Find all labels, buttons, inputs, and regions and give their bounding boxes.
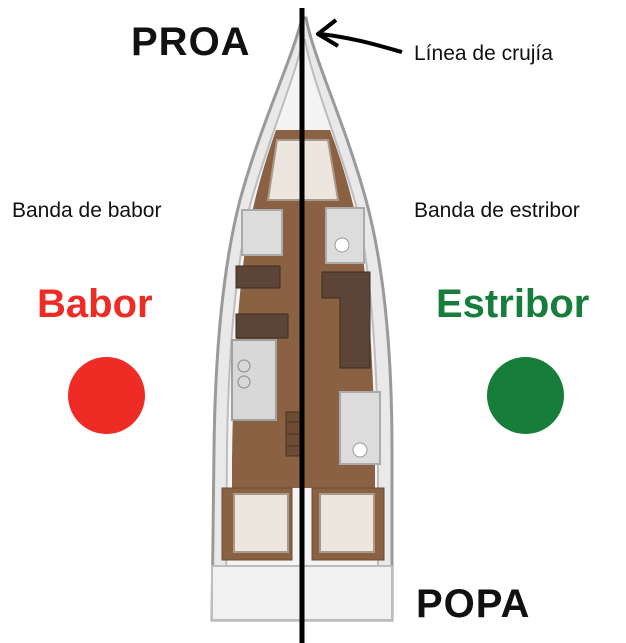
port-label: Babor [37, 282, 153, 326]
port-sofa-upper [235, 265, 281, 289]
arrow-icon [319, 32, 403, 54]
port-side-label: Banda de babor [12, 199, 162, 222]
port-sofa-lower [235, 313, 289, 339]
starboard-light-icon [487, 357, 564, 434]
aft-starboard-berth [319, 493, 375, 553]
starboard-label: Estribor [436, 282, 590, 326]
starboard-sofa [321, 271, 371, 369]
starboard-side-label: Banda de estribor [414, 199, 580, 222]
port-light-icon [68, 357, 145, 434]
starboard-head [325, 207, 365, 264]
toilet-forward [334, 237, 350, 253]
centerline-label: Línea de crujía [414, 42, 553, 65]
galley [231, 339, 277, 421]
stern-label: POPA [416, 582, 531, 626]
arrowhead-icon [316, 18, 340, 48]
port-head [241, 209, 283, 256]
aft-port-berth [233, 493, 289, 553]
toilet-aft [352, 442, 368, 458]
bow-label: PROA [131, 20, 251, 64]
